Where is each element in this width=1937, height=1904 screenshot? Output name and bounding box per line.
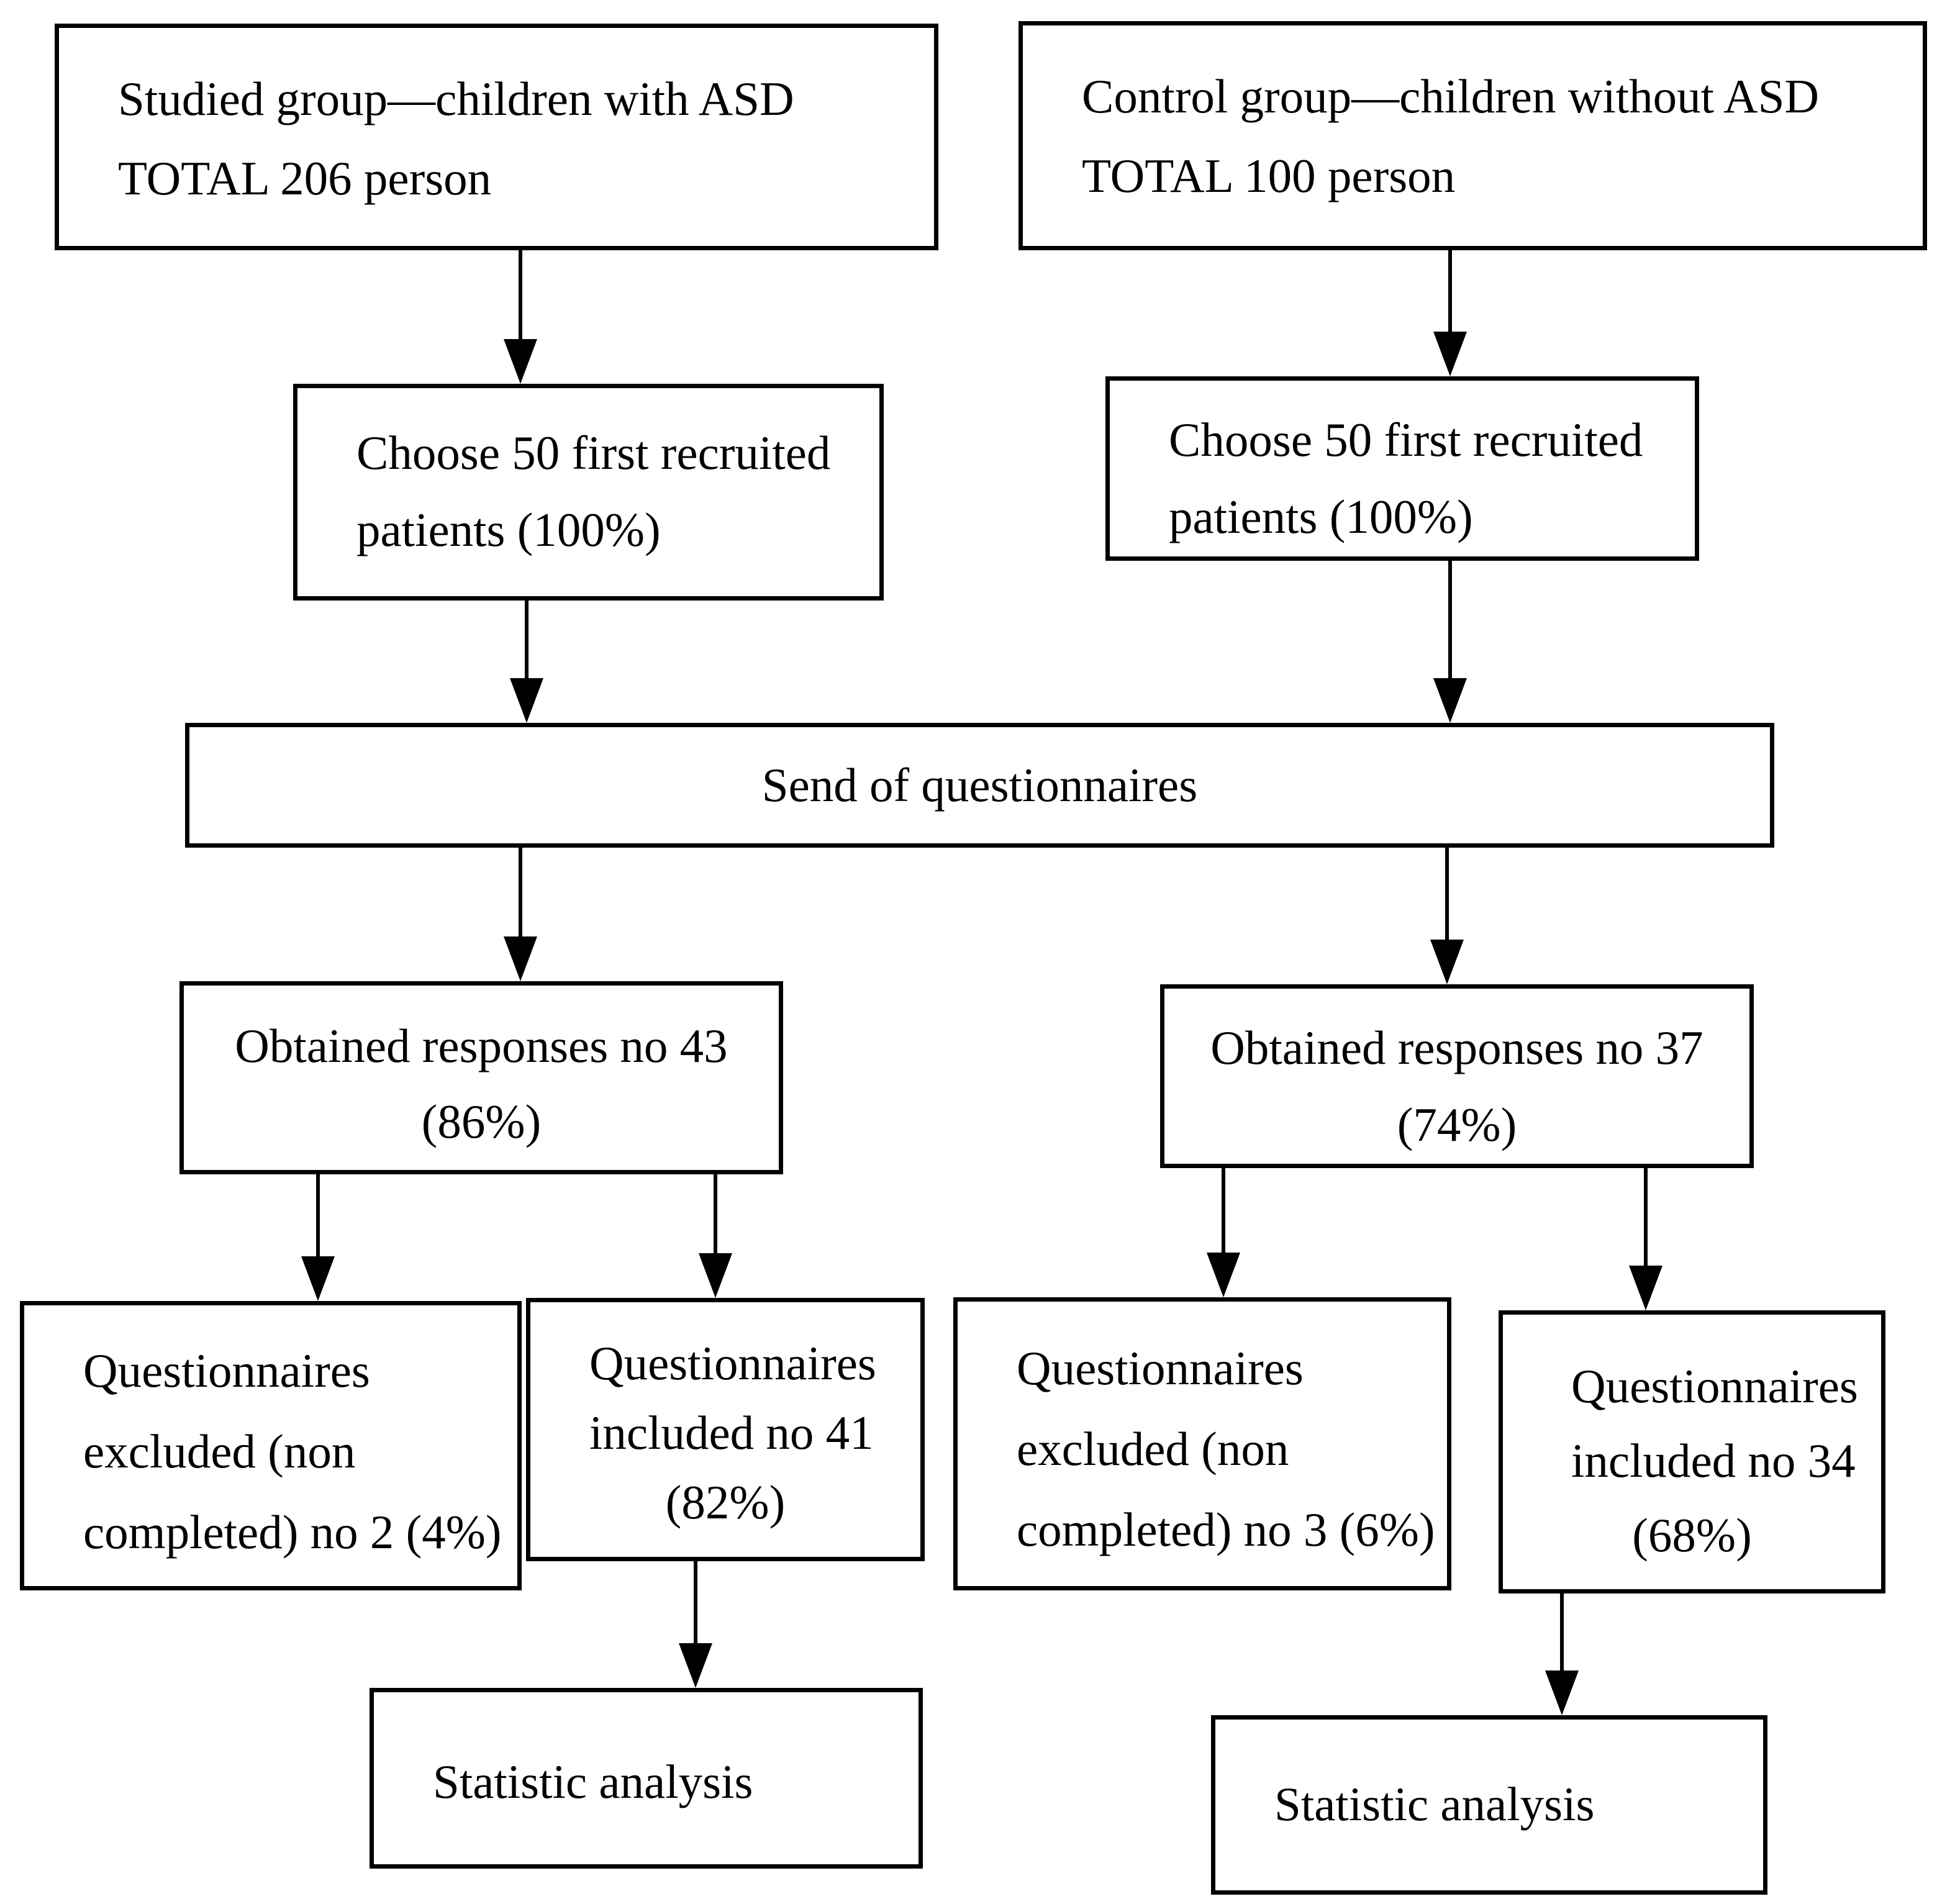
arrow-head-icon: [699, 1253, 732, 1298]
node-analysis-studied: Statistic analysis: [370, 1688, 923, 1869]
node-text-line: excluded (non: [83, 1424, 356, 1478]
node-send-questionnaires: Send of questionnaires: [185, 723, 1774, 848]
arrow-stem: [519, 250, 522, 339]
node-text-line: (74%): [1397, 1097, 1517, 1151]
arrow-send-to-responses-control: [1430, 848, 1464, 984]
arrow-head-icon: [301, 1256, 335, 1301]
arrow-head-icon: [1430, 940, 1464, 984]
arrow-stem: [1560, 1593, 1564, 1671]
node-responses-control: Obtained responses no 37 (74%): [1160, 984, 1754, 1168]
arrow-head-icon: [1433, 678, 1467, 723]
arrow-choose-studied-to-send: [510, 601, 543, 723]
node-text-line: Obtained responses no 43: [235, 1018, 728, 1072]
node-text-line: excluded (non: [1017, 1421, 1289, 1476]
node-text-line: Studied group—children with ASD: [118, 71, 794, 125]
arrow-stem: [316, 1174, 320, 1256]
node-text-line: TOTAL 100 person: [1082, 148, 1456, 202]
node-text-line: (82%): [665, 1475, 786, 1529]
node-text-line: (86%): [421, 1094, 542, 1148]
node-text-line: Choose 50 first recruited: [1169, 412, 1643, 466]
node-included-studied: Questionnaires included no 41 (82%): [526, 1298, 925, 1561]
arrow-stem: [1448, 561, 1452, 678]
arrow-head-icon: [1629, 1266, 1663, 1310]
arrow-head-icon: [504, 936, 537, 981]
node-included-control: Questionnaires included no 34 (68%): [1499, 1310, 1885, 1593]
arrow-head-icon: [1207, 1253, 1240, 1297]
node-text-line: included no 41: [589, 1405, 874, 1459]
arrow-stem: [694, 1561, 697, 1643]
arrow-head-icon: [1433, 332, 1467, 376]
node-choose-studied: Choose 50 first recruited patients (100%…: [293, 384, 884, 601]
node-excluded-studied: Questionnaires excluded (non completed) …: [20, 1301, 522, 1590]
arrow-stem: [519, 848, 522, 936]
node-text-line: included no 34: [1571, 1433, 1856, 1487]
node-text-line: Questionnaires: [589, 1336, 876, 1390]
arrow-included-control-to-analysis: [1545, 1593, 1579, 1715]
arrow-control-group-to-choose: [1433, 250, 1467, 376]
node-control-group: Control group—children without ASD TOTAL…: [1018, 21, 1927, 250]
node-text-line: Questionnaires: [1017, 1341, 1304, 1395]
node-responses-studied: Obtained responses no 43 (86%): [179, 981, 783, 1174]
arrow-responses-studied-to-excluded: [301, 1174, 335, 1301]
arrow-head-icon: [1545, 1671, 1579, 1715]
node-text-line: Obtained responses no 37: [1210, 1020, 1703, 1074]
arrow-head-icon: [504, 339, 537, 384]
node-text-line: (68%): [1632, 1508, 1752, 1562]
node-text-line: completed) no 2 (4%): [83, 1505, 502, 1559]
node-text-line: Control group—children without ASD: [1082, 69, 1820, 123]
arrow-head-icon: [510, 678, 543, 723]
arrow-send-to-responses-studied: [504, 848, 537, 981]
arrow-stem: [1448, 250, 1452, 332]
arrow-responses-control-to-excluded: [1207, 1168, 1240, 1297]
arrow-included-studied-to-analysis: [679, 1561, 712, 1688]
node-studied-group: Studied group—children with ASD TOTAL 20…: [55, 24, 938, 250]
node-text-line: patients (100%): [1169, 489, 1473, 543]
arrow-responses-control-to-included: [1629, 1168, 1663, 1310]
node-choose-control: Choose 50 first recruited patients (100%…: [1105, 376, 1699, 561]
node-text-line: completed) no 3 (6%): [1017, 1502, 1435, 1556]
node-text-line: Questionnaires: [1571, 1359, 1858, 1413]
node-text-line: Choose 50 first recruited: [356, 425, 831, 479]
node-text-line: Questionnaires: [83, 1343, 370, 1397]
arrow-studied-group-to-choose: [504, 250, 537, 384]
arrow-stem: [1445, 848, 1449, 940]
node-text-line: TOTAL 206 person: [118, 151, 492, 205]
arrow-stem: [1222, 1168, 1225, 1253]
node-text-line: patients (100%): [356, 502, 661, 556]
node-text-line: Statistic analysis: [1274, 1777, 1595, 1831]
node-text-line: Statistic analysis: [433, 1754, 753, 1808]
arrow-stem: [525, 601, 528, 678]
arrow-responses-studied-to-included: [699, 1174, 732, 1298]
arrow-stem: [1644, 1168, 1648, 1266]
arrow-choose-control-to-send: [1433, 561, 1467, 723]
arrow-stem: [714, 1174, 717, 1253]
node-excluded-control: Questionnaires excluded (non completed) …: [953, 1297, 1451, 1590]
node-text-line: Send of questionnaires: [761, 758, 1198, 812]
arrow-head-icon: [679, 1643, 712, 1688]
node-analysis-control: Statistic analysis: [1211, 1715, 1767, 1895]
